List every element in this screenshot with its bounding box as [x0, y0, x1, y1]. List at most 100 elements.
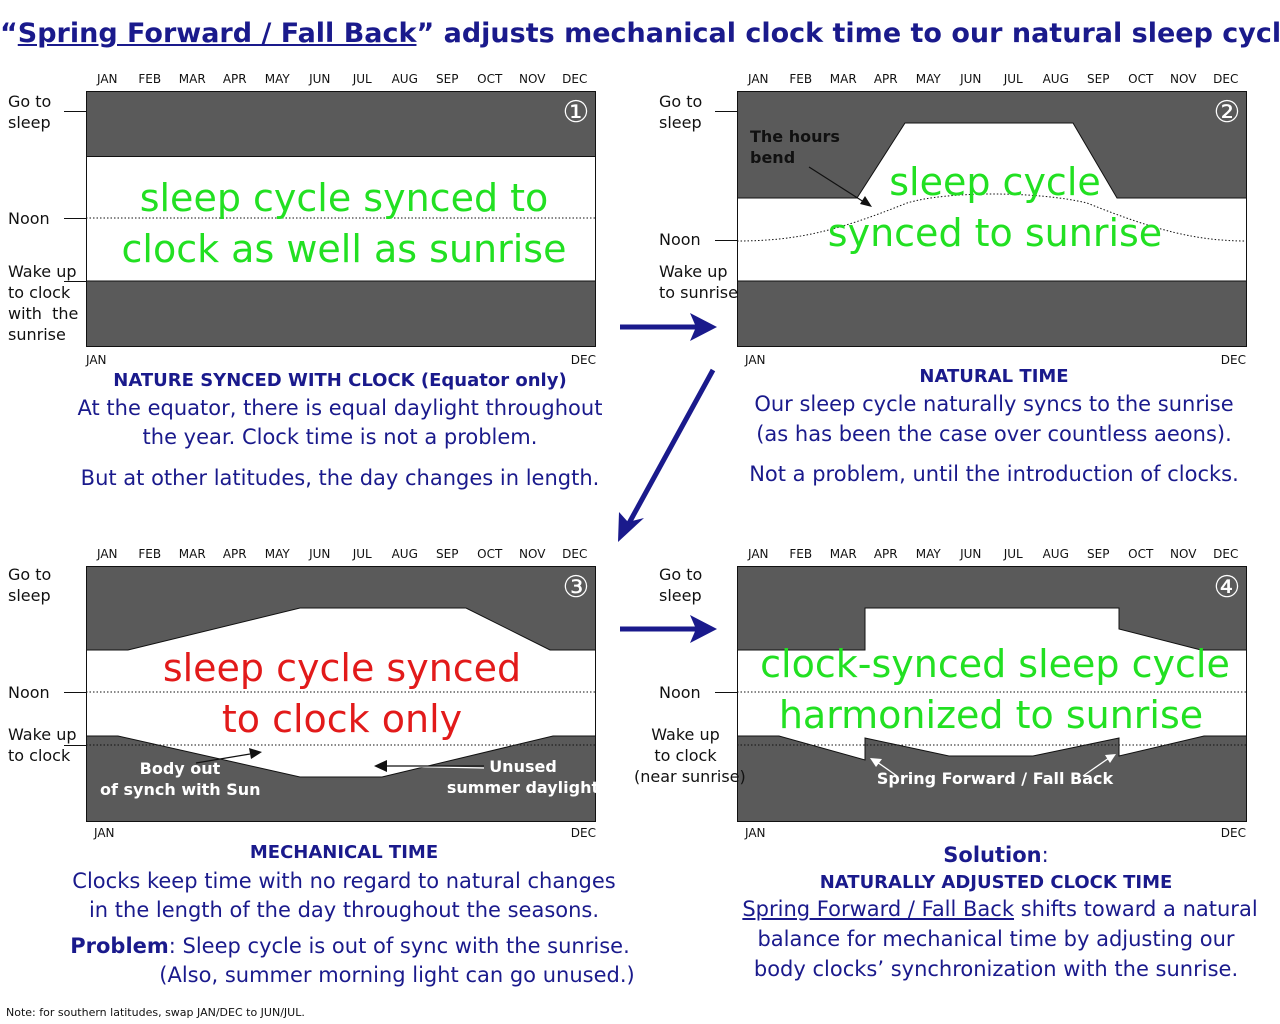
month-label: JUL: [1003, 547, 1023, 561]
panel4-text-line1: clock-synced sleep cycle: [760, 642, 1230, 686]
panel4-night-bottom: [737, 735, 1247, 822]
panel1-text-line1: sleep cycle synced to: [140, 176, 549, 220]
month-label: SEP: [436, 547, 459, 561]
month-label: OCT: [1128, 72, 1154, 86]
month-label: FEB: [138, 72, 162, 86]
panel1-diagram: ① sleep cycle synced to clock as well as…: [86, 91, 596, 347]
month-label: AUG: [391, 547, 418, 561]
month-label: APR: [222, 547, 247, 561]
arrow-right-bottom: [620, 615, 717, 643]
panel1-caption-line1: At the equator, there is equal daylight …: [77, 396, 603, 420]
month-label: JUL: [1003, 72, 1023, 86]
panel2-night-bottom: [737, 280, 1247, 347]
panel2-text-line1: sleep cycle: [889, 160, 1101, 204]
month-label: AUG: [1042, 72, 1069, 86]
month-label: AUG: [391, 72, 418, 86]
panel1-label-noon: Noon: [8, 209, 50, 228]
month-label: JAN: [96, 547, 118, 561]
panel4-caption-title: NATURALLY ADJUSTED CLOCK TIME: [819, 872, 1173, 893]
month-label: MAR: [829, 547, 857, 561]
month-label: NOV: [519, 547, 546, 561]
month-label: NOV: [1170, 72, 1197, 86]
panel1-night-bottom: [86, 280, 596, 347]
panel4-text-line2: harmonized to sunrise: [779, 693, 1203, 737]
month-label: MAR: [178, 72, 206, 86]
panel4-axis-end: DEC: [1220, 826, 1246, 840]
panel1-label-sleep: Go to sleep: [8, 92, 52, 132]
panel2-label-wake: Wake up to sunrise: [659, 262, 738, 302]
panel4-label-noon: Noon: [659, 683, 701, 702]
panel2-caption-title: NATURAL TIME: [919, 366, 1069, 387]
panel3-number: ③: [563, 570, 590, 605]
month-label: JUL: [352, 72, 372, 86]
panel1-axis-start: JAN: [86, 353, 107, 367]
panel3-caption-line1: Clocks keep time with no regard to natur…: [72, 869, 616, 893]
panel4-diagram: ④ clock-synced sleep cycle harmonized to…: [737, 566, 1247, 822]
panel4-caption-line3: body clocks’ synchronization with the su…: [753, 957, 1239, 981]
panel2-axis-start: JAN: [745, 353, 766, 367]
month-label: MAY: [264, 72, 290, 86]
month-label: SEP: [1087, 72, 1110, 86]
panel4-axis-start: JAN: [745, 826, 766, 840]
month-label: SEP: [1087, 547, 1110, 561]
month-label: SEP: [436, 72, 459, 86]
month-label: DEC: [1213, 72, 1239, 86]
panel1-caption-line3: But at other latitudes, the day changes …: [80, 466, 600, 490]
panel1-night-top: [86, 91, 596, 157]
panel2-annotation-arrow: [808, 166, 868, 205]
panel3-caption-line2: in the length of the day throughout the …: [88, 898, 600, 922]
panel3-night-bottom: [86, 735, 596, 822]
panel3-problem: Problem: Sleep cycle is out of sync with…: [70, 934, 630, 958]
month-label: JAN: [96, 72, 118, 86]
month-label: JUN: [309, 547, 331, 561]
month-label: APR: [873, 547, 898, 561]
panel3-annotation-left: Body out of synch with Sun: [100, 759, 261, 799]
month-label: JAN: [747, 547, 769, 561]
panel2-axis-end: DEC: [1220, 353, 1246, 367]
panel2-text-line2: synced to sunrise: [828, 211, 1162, 255]
month-label: APR: [873, 72, 898, 86]
panel3-text-line1: sleep cycle synced: [163, 646, 521, 690]
panel3-axis-end: DEC: [570, 826, 596, 840]
panel3-night-top: [86, 566, 596, 651]
panel4-number: ④: [1214, 570, 1241, 605]
panel1-caption-title: NATURE SYNCED WITH CLOCK (Equator only): [113, 370, 567, 391]
panel2-label-noon: Noon: [659, 230, 701, 249]
panel2-label-sleep: Go to sleep: [659, 92, 703, 132]
month-label: OCT: [477, 72, 503, 86]
panel2-night-top: [737, 91, 1247, 199]
month-label: DEC: [562, 72, 588, 86]
arrow-diagonal: [618, 368, 716, 542]
month-label: AUG: [1042, 547, 1069, 561]
panel4-label-sleep: Go to sleep: [659, 565, 703, 605]
panel3-annotation-right: Unused summer daylight: [446, 757, 600, 797]
month-label: FEB: [789, 547, 813, 561]
panel1-caption-line2: the year. Clock time is not a problem.: [142, 425, 538, 449]
flow-arrows: [618, 313, 717, 643]
month-label: OCT: [477, 547, 503, 561]
month-label: JAN: [747, 72, 769, 86]
panel4-caption-line1: Spring Forward / Fall Back shifts toward…: [742, 897, 1258, 921]
panel2-caption-line3: Not a problem, until the introduction of…: [749, 462, 1239, 486]
month-label: MAR: [829, 72, 857, 86]
month-label: APR: [222, 72, 247, 86]
panel4-caption-link[interactable]: Spring Forward / Fall Back: [742, 897, 1015, 921]
panel3-problem-label: Problem: [70, 934, 169, 958]
panel4-night-top: [737, 566, 1247, 651]
page-title: “Spring Forward / Fall Back” adjusts mec…: [0, 18, 1280, 49]
panel2-annotation: The hours bend: [750, 127, 840, 167]
month-label: DEC: [1213, 547, 1239, 561]
month-label: NOV: [519, 72, 546, 86]
panel1-axis-end: DEC: [570, 353, 596, 367]
panel2-diagram: ② sleep cycle synced to sunrise: [737, 91, 1248, 347]
panel2-number: ②: [1214, 95, 1241, 130]
month-label: DEC: [562, 547, 588, 561]
month-label: MAY: [915, 547, 941, 561]
footnote: Note: for southern latitudes, swap JAN/D…: [6, 1006, 305, 1019]
panel1-label-wake: Wake up to clock with the sunrise: [8, 262, 79, 344]
panel3-diagram: ③ sleep cycle synced to clock only: [86, 566, 596, 822]
panel3-label-wake: Wake up to clock: [8, 725, 77, 765]
panel3-label-noon: Noon: [8, 683, 50, 702]
arrow-right-top: [620, 313, 717, 341]
month-label: MAR: [178, 547, 206, 561]
